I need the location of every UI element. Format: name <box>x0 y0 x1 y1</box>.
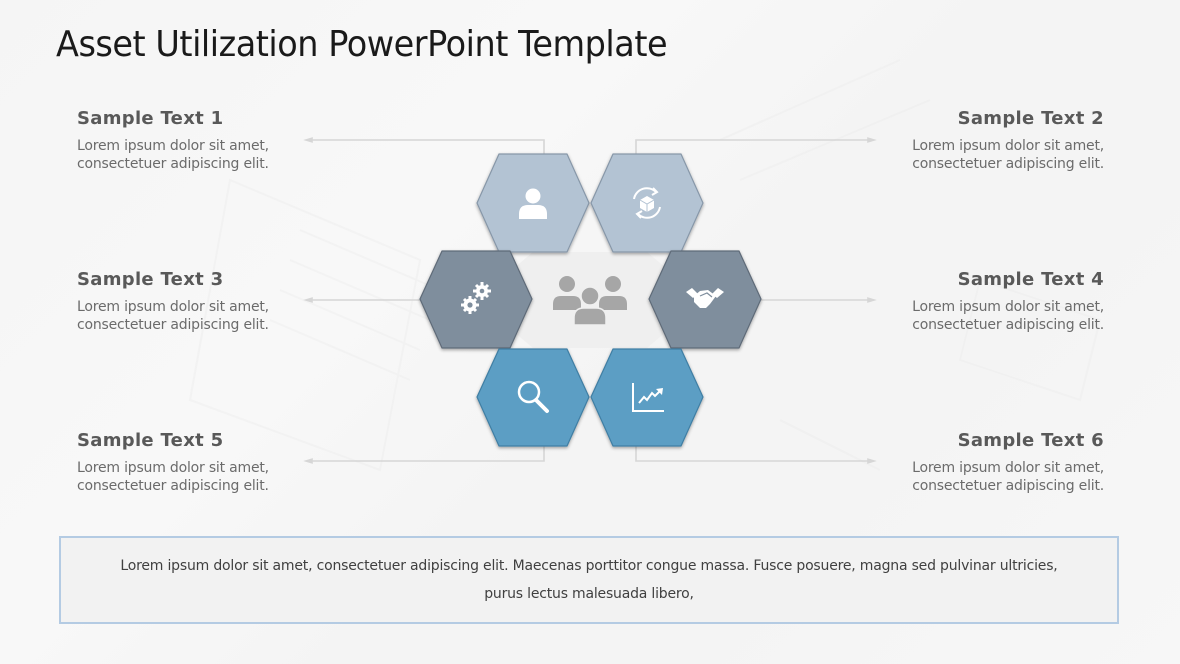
page-title: Asset Utilization PowerPoint Template <box>56 24 668 65</box>
item-2-heading: Sample Text 2 <box>957 108 1104 129</box>
item-6-body-line2: consectetuer adipiscing elit. <box>912 478 1104 494</box>
item-1-body-line1: Lorem ipsum dolor sit amet, <box>77 138 269 154</box>
item-5-heading: Sample Text 5 <box>77 430 224 451</box>
item-6-heading: Sample Text 6 <box>957 430 1104 451</box>
item-4-body-line2: consectetuer adipiscing elit. <box>912 317 1104 333</box>
handshake-icon <box>686 288 724 308</box>
item-4-heading: Sample Text 4 <box>957 269 1104 290</box>
growth-chart-icon <box>632 383 664 412</box>
team-icon <box>553 276 627 326</box>
item-3-body-line2: consectetuer adipiscing elit. <box>77 317 269 333</box>
box-cycle-icon <box>633 187 661 219</box>
item-4-body-line1: Lorem ipsum dolor sit amet, <box>912 299 1104 315</box>
item-2-body-line2: consectetuer adipiscing elit. <box>912 156 1104 172</box>
item-5-text: Sample Text 5 Lorem ipsum dolor sit amet… <box>77 429 317 495</box>
hex-5-magnifier <box>476 348 590 447</box>
hex-6-growth-chart <box>590 348 704 447</box>
connector-5 <box>303 446 545 464</box>
item-5-body-line1: Lorem ipsum dolor sit amet, <box>77 460 269 476</box>
item-1-text: Sample Text 1 Lorem ipsum dolor sit amet… <box>77 107 317 173</box>
item-1-heading: Sample Text 1 <box>77 108 224 129</box>
footer-note-text: Lorem ipsum dolor sit amet, consectetuer… <box>120 558 1058 602</box>
magnifier-icon <box>517 380 549 413</box>
item-6-body-line1: Lorem ipsum dolor sit amet, <box>912 460 1104 476</box>
item-6-text: Sample Text 6 Lorem ipsum dolor sit amet… <box>864 429 1104 495</box>
item-4-text: Sample Text 4 Lorem ipsum dolor sit amet… <box>864 268 1104 334</box>
footer-note-box: Lorem ipsum dolor sit amet, consectetuer… <box>59 536 1119 624</box>
connector-6 <box>635 446 877 464</box>
connector-lines <box>303 137 877 464</box>
gears-icon <box>461 282 491 314</box>
item-3-heading: Sample Text 3 <box>77 269 224 290</box>
item-5-body-line2: consectetuer adipiscing elit. <box>77 478 269 494</box>
connector-2 <box>635 137 877 154</box>
item-3-body-line1: Lorem ipsum dolor sit amet, <box>77 299 269 315</box>
user-icon <box>519 188 547 219</box>
item-2-text: Sample Text 2 Lorem ipsum dolor sit amet… <box>864 107 1104 173</box>
item-3-text: Sample Text 3 Lorem ipsum dolor sit amet… <box>77 268 317 334</box>
item-1-body-line2: consectetuer adipiscing elit. <box>77 156 269 172</box>
item-2-body-line1: Lorem ipsum dolor sit amet, <box>912 138 1104 154</box>
connector-1 <box>303 137 545 154</box>
